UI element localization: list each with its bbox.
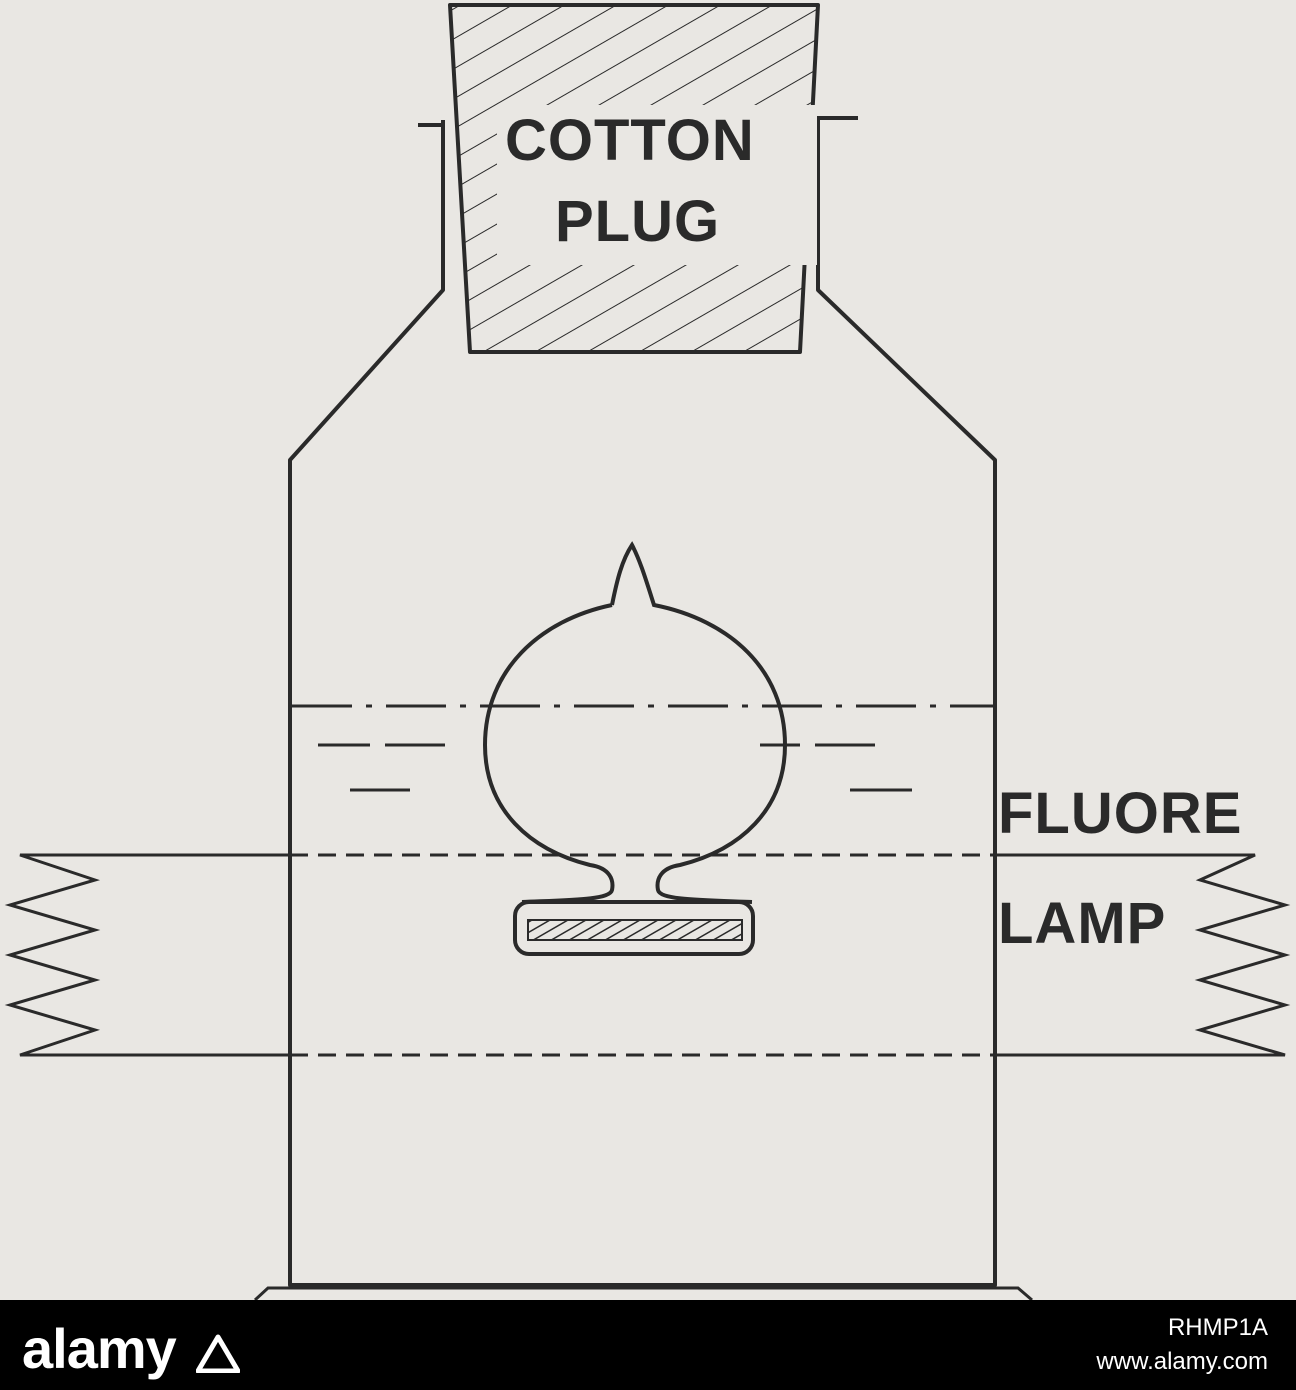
bottle-outline [288, 120, 997, 1287]
alamy-logo-icon [196, 1334, 241, 1374]
watermark-footer: alamy RHMP1A www.alamy.com [0, 1300, 1296, 1390]
cotton-label: COTTON [505, 108, 755, 173]
float-base [513, 900, 755, 956]
float-bulb [482, 541, 788, 904]
lamp-left [4, 853, 290, 1057]
fluore-label: FLUORE [998, 781, 1243, 846]
float-base-hatch [527, 919, 743, 941]
alamy-logo-text: alamy [22, 1317, 177, 1380]
site-url: www.alamy.com [1096, 1348, 1268, 1375]
image-id: RHMP1A [1167, 1314, 1268, 1341]
bottle-culture-diagram [4, 3, 1291, 1300]
bottle-base-rim [253, 1286, 1033, 1300]
plug-label-backing [497, 105, 817, 265]
plug-label: PLUG [555, 189, 721, 254]
lamp-label: LAMP [998, 891, 1167, 956]
alamy-logo: alamy [22, 1316, 241, 1381]
lamp-right [995, 853, 1291, 1057]
